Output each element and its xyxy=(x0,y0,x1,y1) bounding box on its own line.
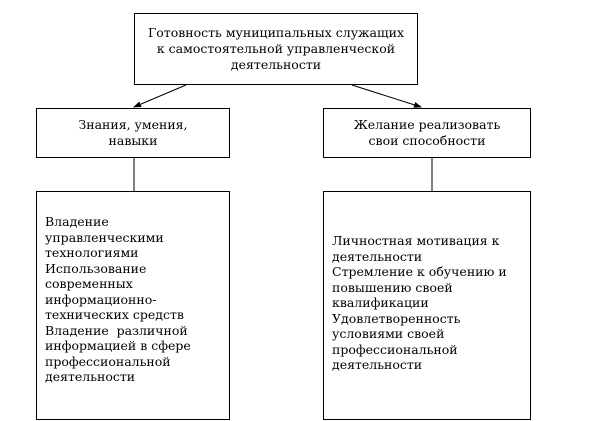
left-header-line-1: Знания, умения, xyxy=(78,117,188,132)
root-node: Готовность муниципальных служащих к само… xyxy=(134,13,418,85)
arrow-to-left-branch xyxy=(133,84,187,108)
left-detail-line: Владение xyxy=(45,214,109,229)
left-detail-line: технических средств xyxy=(45,307,184,322)
left-detail-line: управленческими xyxy=(45,229,164,245)
arrow-to-right-branch xyxy=(351,84,422,108)
root-text-line-2: к самостоятельной управленческой xyxy=(156,41,396,56)
left-detail-line: технологиями xyxy=(45,245,139,260)
right-detail-line: квалификации xyxy=(332,295,429,310)
left-branch-details: Владение управленческими технологиями Ис… xyxy=(36,191,230,420)
right-header-line-1: Желание реализовать xyxy=(353,117,501,132)
right-branch-details: Личностная мотивация к деятельности Стре… xyxy=(323,191,531,420)
left-detail-line: информационно- xyxy=(45,291,157,307)
left-header-line-2: навыки xyxy=(108,133,158,148)
left-detail-line: профессиональной xyxy=(45,353,171,369)
root-text-line-1: Готовность муниципальных служащих xyxy=(147,25,405,40)
left-detail-line: деятельности xyxy=(45,369,136,384)
left-detail-line: современных xyxy=(45,276,133,291)
right-detail-line: повышению своей xyxy=(332,279,453,295)
right-detail-line: деятельности xyxy=(332,357,423,372)
root-text-line-3: деятельности xyxy=(230,57,322,72)
right-detail-line: условиями своей xyxy=(332,326,445,341)
right-detail-line: профессиональной xyxy=(332,341,458,357)
right-detail-line: деятельности xyxy=(332,248,423,264)
right-detail-line: Стремление к обучению и xyxy=(332,264,507,279)
right-detail-line: Удовлетворенность xyxy=(332,310,461,326)
left-detail-line: Использование xyxy=(45,260,147,276)
right-header-line-2: свои способности xyxy=(368,133,486,148)
right-detail-line: Личностная мотивация к xyxy=(332,233,500,248)
left-detail-line: Владение различной xyxy=(45,322,188,338)
left-branch-header: Знания, умения, навыки xyxy=(36,108,230,158)
right-branch-header: Желание реализовать свои способности xyxy=(323,108,531,158)
left-detail-line: информацией в сфере xyxy=(45,338,191,353)
